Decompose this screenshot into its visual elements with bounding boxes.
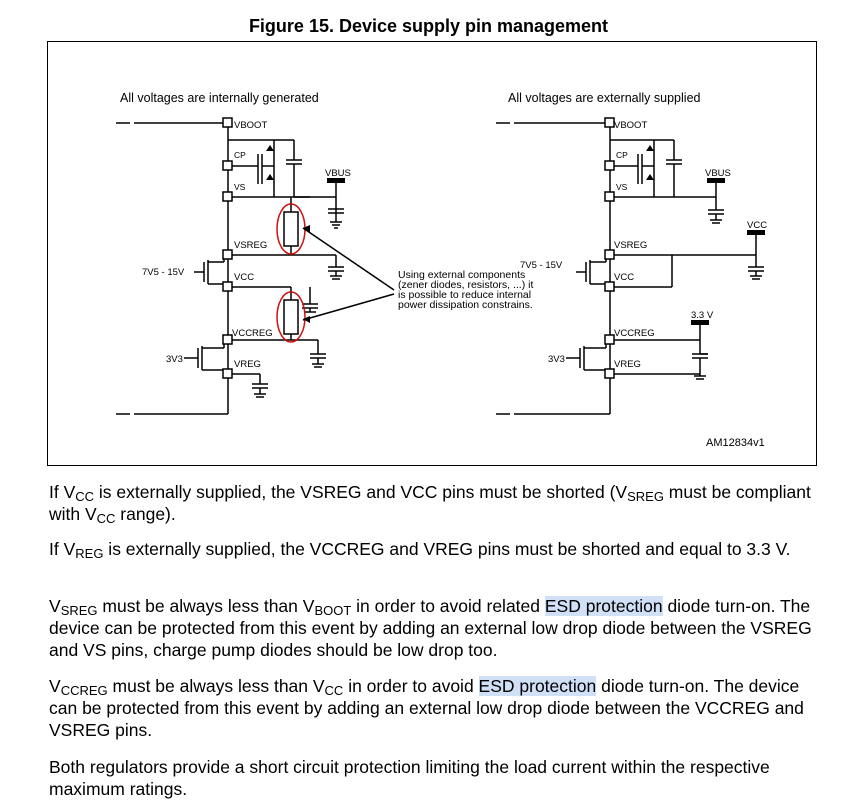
p4-sub-a: CCREG	[60, 683, 108, 698]
left-7v5-label: 7V5 - 15V	[142, 267, 185, 278]
p3-text-d: diode turn-on. The device can be protect…	[49, 596, 812, 660]
p4-text-b: must be always less than V	[107, 676, 325, 696]
right-vcc-supply-label: VCC	[747, 220, 767, 231]
right-vbus-label: VBUS	[705, 168, 731, 179]
right-vccreg-label: VCCREG	[614, 328, 655, 339]
p4-sub-b: CC	[324, 683, 344, 698]
p1-text-a: If V	[49, 482, 76, 502]
p2-sub-a: REG	[75, 546, 104, 561]
p4-highlight: ESD protection	[478, 676, 597, 696]
p3-sub-b: BOOT	[314, 603, 352, 618]
note-line-3: is possible to reduce internal	[398, 289, 531, 301]
p4-text-c: in order to avoid	[343, 676, 479, 696]
p3-text-b: must be always less than V	[97, 596, 315, 616]
left-vccreg-label: VCCREG	[232, 328, 273, 339]
left-vcc-label: VCC	[234, 272, 254, 283]
p1-text-d: range).	[115, 504, 176, 524]
figure-frame: All voltages are internally generated VB…	[47, 41, 817, 466]
paragraph-vccreg: VCCREG must be always less than VCC in o…	[49, 675, 819, 741]
right-3v3-label: 3V3	[548, 354, 565, 365]
right-vsreg-label: VSREG	[614, 240, 647, 251]
left-vreg-label: VREG	[234, 359, 261, 370]
left-cp-label: CP	[234, 150, 246, 160]
figure-ref: AM12834v1	[706, 437, 765, 449]
left-vboot-label: VBOOT	[234, 120, 267, 131]
right-vcc-label: VCC	[614, 272, 634, 283]
p4-text-a: V	[49, 676, 61, 696]
right-caption: All voltages are externally supplied	[508, 91, 701, 105]
supply-diagram: All voltages are internally generated VB…	[116, 91, 767, 449]
note-line-4: power dissipation constrains.	[398, 299, 533, 311]
p3-highlight: ESD protection	[544, 596, 663, 616]
p3-sub-a: SREG	[60, 603, 98, 618]
left-caption: All voltages are internally generated	[120, 91, 319, 105]
p1-sub-c: CC	[96, 511, 116, 526]
paragraph-short-circuit: Both regulators provide a short circuit …	[49, 757, 770, 799]
left-vs-label: VS	[234, 182, 246, 192]
right-vs-label: VS	[616, 182, 628, 192]
p1-text-b: is externally supplied, the VSREG and VC…	[94, 482, 628, 502]
left-vbus-label: VBUS	[325, 168, 351, 179]
left-3v3-label: 3V3	[166, 354, 183, 365]
right-vreg-label: VREG	[614, 359, 641, 370]
right-33v-label: 3.3 V	[691, 310, 714, 321]
p2-text-b: is externally supplied, the VCCREG and V…	[103, 539, 791, 559]
p4-text-d: diode turn-on. The device can be protect…	[49, 676, 804, 740]
paragraph-vreg: If VREG is externally supplied, the VCCR…	[49, 538, 819, 560]
right-7v5-label: 7V5 - 15V	[520, 260, 563, 271]
p3-text-c: in order to avoid related	[351, 596, 545, 616]
p1-sub-a: CC	[75, 489, 95, 504]
p1-sub-b: SREG	[627, 489, 664, 504]
note-line-1: Using external components	[398, 269, 525, 281]
right-cp-label: CP	[616, 150, 628, 160]
paragraph-vcc: If VCC is externally supplied, the VSREG…	[49, 481, 819, 525]
paragraph-vsreg: VSREG must be always less than VBOOT in …	[49, 595, 819, 661]
p1-text-c: must be compliant with V	[49, 482, 811, 524]
right-vboot-label: VBOOT	[614, 120, 647, 131]
figure-title: Figure 15. Device supply pin management	[248, 16, 609, 36]
left-vsreg-label: VSREG	[234, 240, 267, 251]
p2-text-a: If V	[49, 539, 76, 559]
p3-text-a: V	[49, 596, 61, 616]
note-line-2: (zener diodes, resistors, ...) it	[398, 279, 533, 291]
